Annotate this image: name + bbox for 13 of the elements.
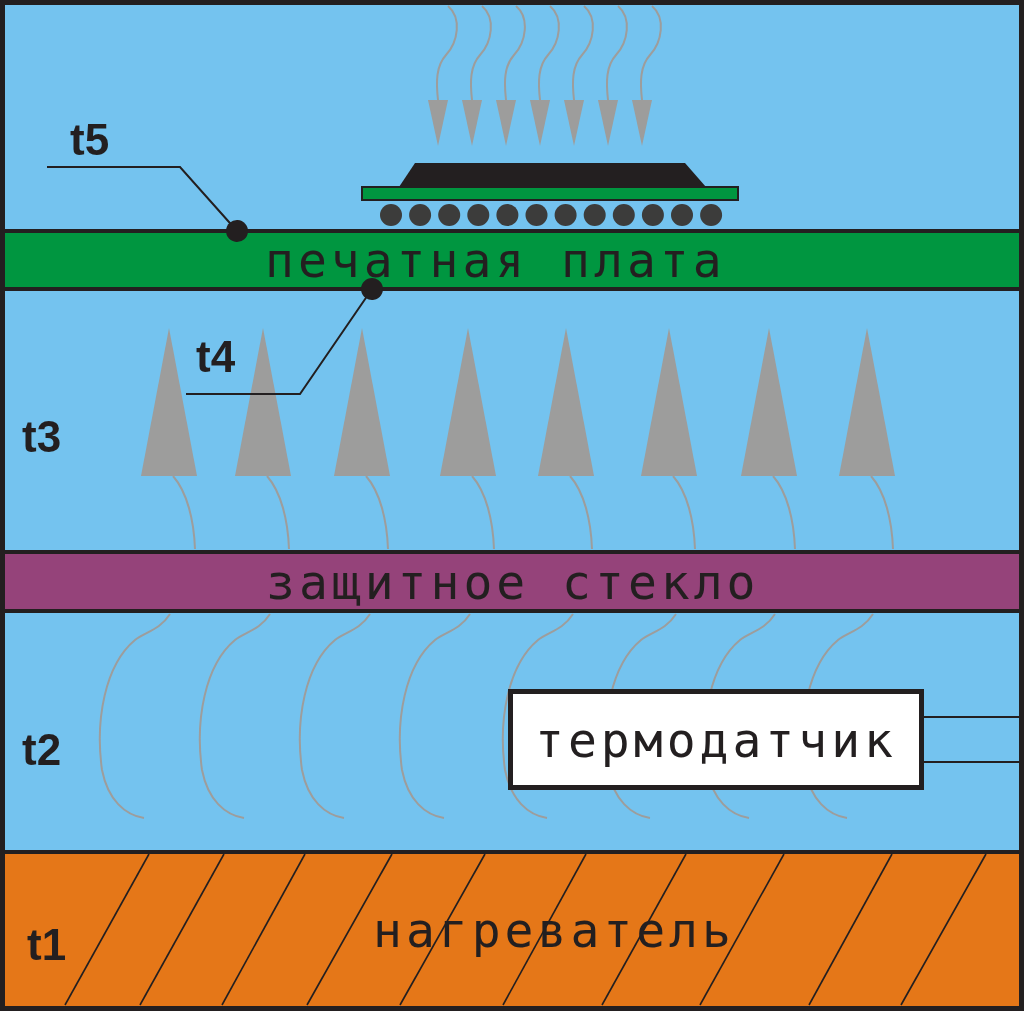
point-label: t5 [70,118,110,162]
layer-label: защитное стекло [266,554,760,609]
sensor-box [508,689,924,790]
leader-line [185,278,383,395]
protective-glass-layer [5,550,1019,613]
sensor-label: термодатчик [535,712,897,767]
point-label: t3 [22,415,62,459]
leader-line [46,166,248,242]
point-label: t1 [27,923,67,967]
point-label: t4 [196,335,236,379]
point-label: t2 [22,728,62,772]
layer-label: печатная плата [265,233,726,287]
circuit-board-layer [5,229,1019,291]
